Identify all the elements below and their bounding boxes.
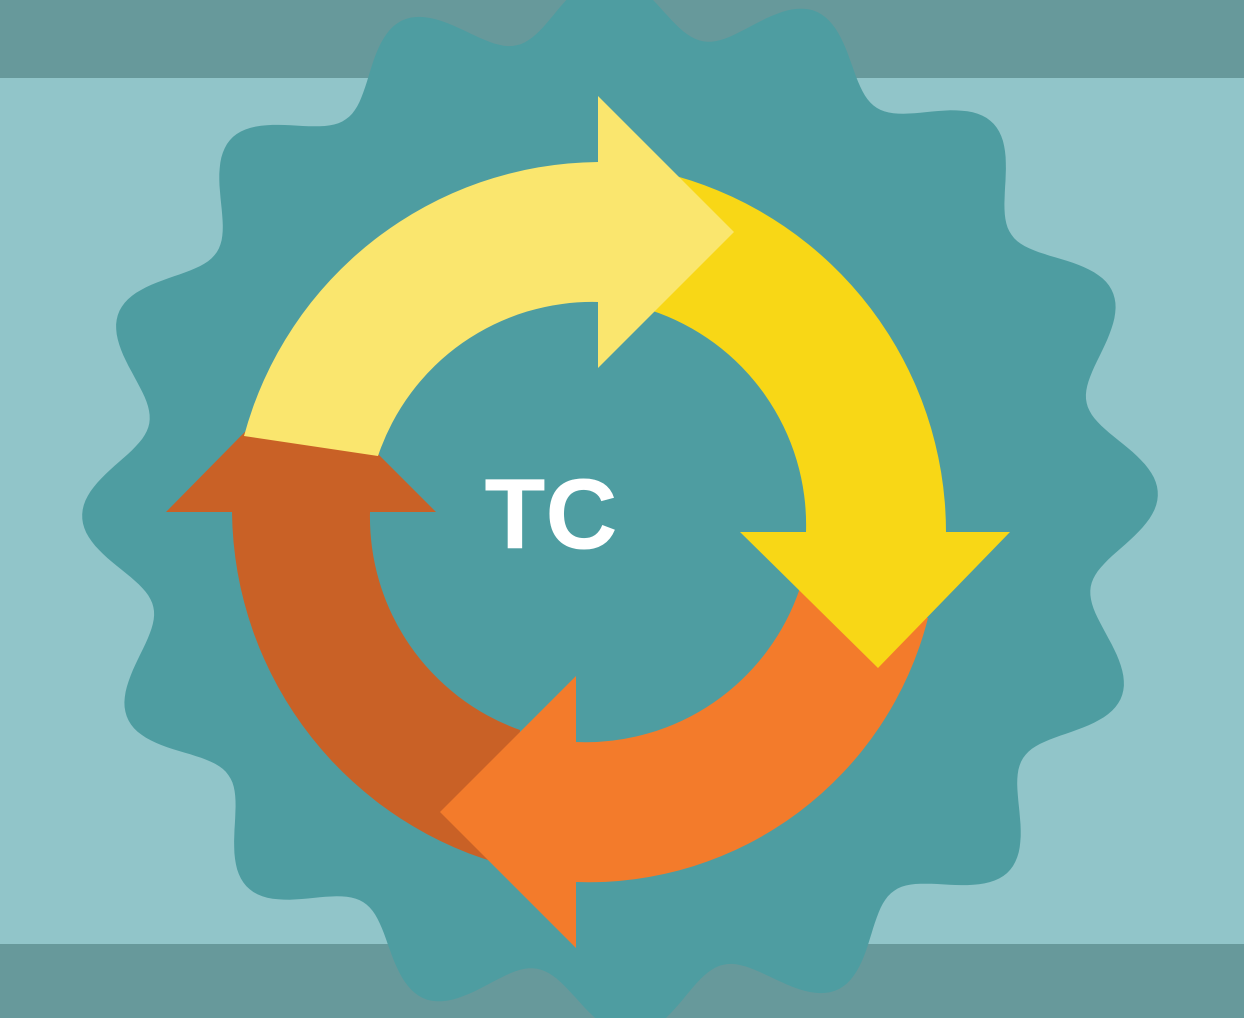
- center-label: TC: [484, 458, 617, 570]
- arrow-bottom-segment: [440, 588, 928, 948]
- arrow-top-segment: [244, 96, 734, 456]
- arrow-left-segment: [166, 376, 520, 867]
- arrow-right-segment: [650, 176, 1010, 668]
- cycle-arrows-icon: [166, 96, 1010, 948]
